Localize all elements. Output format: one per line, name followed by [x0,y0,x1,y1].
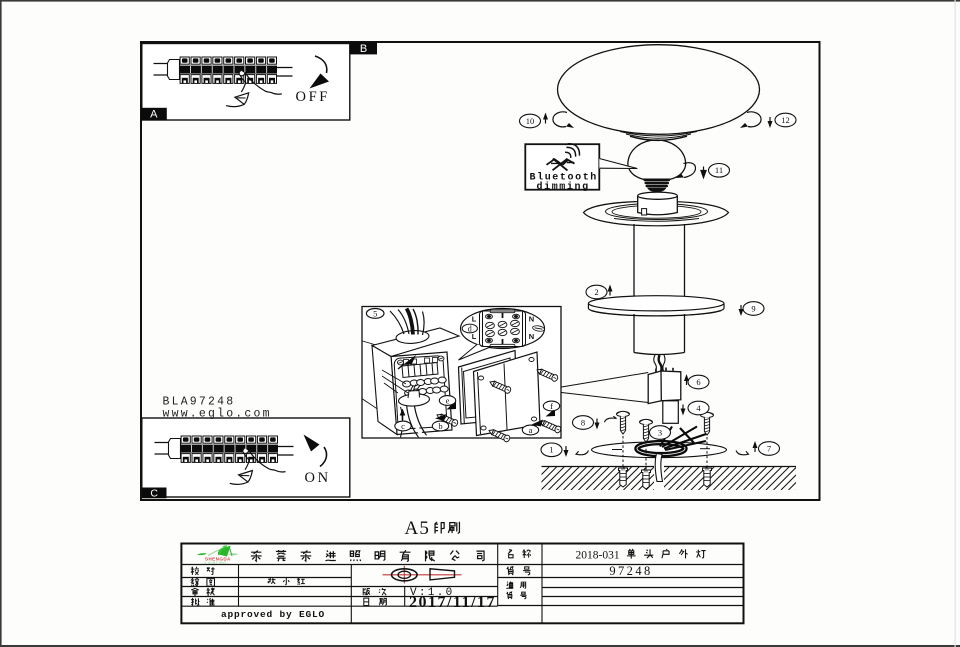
svg-text:1: 1 [549,445,553,455]
svg-text:A: A [150,109,158,121]
svg-text:BLA97248: BLA97248 [163,396,236,409]
svg-text:4: 4 [696,403,701,413]
svg-text:A5: A5 [405,518,431,539]
svg-text:L: L [472,332,477,341]
svg-text:C: C [150,487,158,499]
svg-text:LIGHTING: LIGHTING [205,561,227,565]
svg-text:N: N [529,332,534,341]
svg-text:2: 2 [594,287,598,297]
svg-text:Bluetooth: Bluetooth [530,172,598,184]
svg-text:11: 11 [715,165,723,175]
svg-text:2017/11/17: 2017/11/17 [409,594,496,611]
svg-text:ON: ON [305,470,331,486]
svg-text:dimming: dimming [537,181,590,193]
svg-text:a: a [529,425,533,435]
svg-text:f: f [550,401,553,411]
svg-text:6: 6 [696,377,700,387]
svg-text:7: 7 [767,443,771,453]
svg-text:SHENGDA: SHENGDA [205,556,231,561]
svg-text:2018-031: 2018-031 [576,549,620,561]
svg-text:c: c [401,421,405,431]
svg-text:N: N [529,314,534,323]
svg-text:3: 3 [658,427,662,437]
svg-text:9: 9 [751,303,755,313]
svg-text:e: e [446,395,450,405]
svg-text:V:1.0: V:1.0 [410,587,455,599]
svg-text:12: 12 [781,115,790,125]
svg-text:97248: 97248 [609,564,652,578]
svg-text:L: L [472,314,477,323]
svg-text:5: 5 [373,309,377,319]
svg-text:B: B [360,43,367,55]
svg-text:8: 8 [581,417,585,427]
svg-text:www.eglo.com: www.eglo.com [163,408,272,421]
svg-text:OFF: OFF [296,89,330,105]
svg-text:d: d [468,324,472,333]
svg-text:approved by EGLO: approved by EGLO [221,609,325,620]
svg-text:b: b [438,421,442,431]
svg-text:10: 10 [526,116,535,126]
